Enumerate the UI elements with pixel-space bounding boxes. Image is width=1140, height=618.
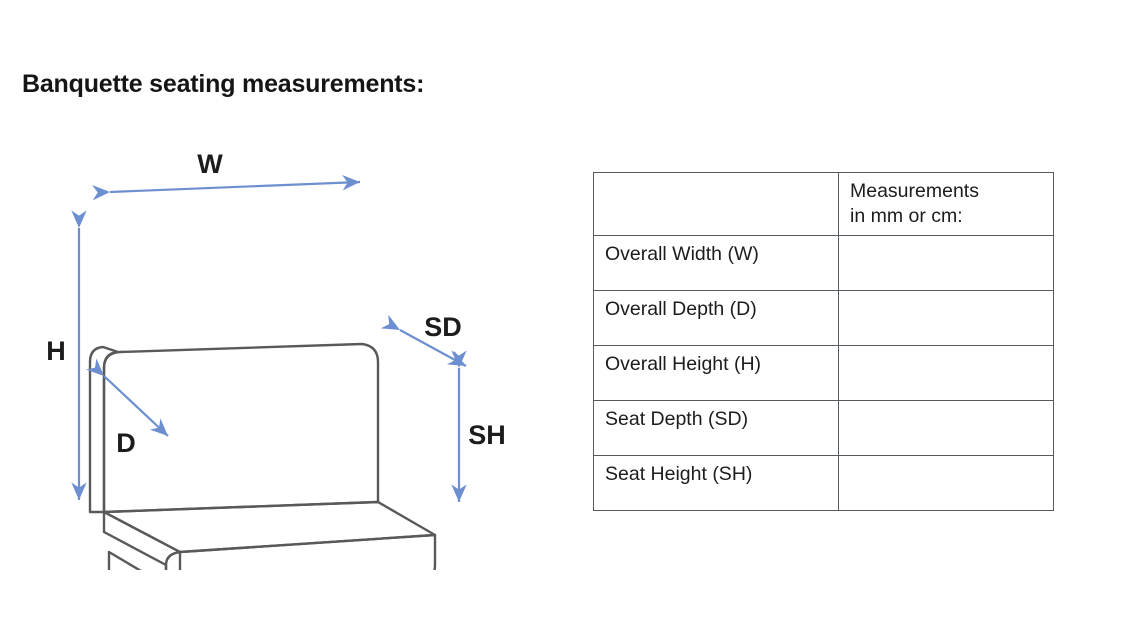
table-row: Overall Depth (D)	[593, 289, 1054, 346]
row-label-seat-height: Seat Height (SH)	[593, 454, 839, 511]
bench-outline	[88, 342, 437, 570]
header-line-2: in mm or cm:	[850, 204, 963, 227]
row-value-overall-height[interactable]	[838, 344, 1054, 401]
row-value-seat-depth[interactable]	[838, 399, 1054, 456]
row-label-overall-height: Overall Height (H)	[593, 344, 839, 401]
dimension-label-seat-height: SH	[468, 420, 506, 450]
table-row: Seat Height (SH)	[593, 454, 1054, 511]
dimension-label-seat-depth: SD	[424, 312, 462, 342]
row-value-seat-height[interactable]	[838, 454, 1054, 511]
seat-cushion-top	[102, 500, 437, 554]
measurements-table: Measurements in mm or cm: Overall Width …	[593, 172, 1054, 511]
page-title: Banquette seating measurements:	[22, 70, 425, 98]
table-header-row: Measurements in mm or cm:	[593, 172, 1054, 236]
dimension-label-width: W	[197, 149, 223, 179]
table-row: Overall Height (H)	[593, 344, 1054, 401]
depth-arrow	[85, 358, 169, 437]
dimension-label-depth: D	[116, 428, 136, 458]
row-value-overall-width[interactable]	[838, 234, 1054, 291]
table-row: Overall Width (W)	[593, 234, 1054, 291]
dimension-arrows	[71, 175, 467, 502]
banquette-diagram: W H D SD SH	[0, 140, 560, 570]
row-label-seat-depth: Seat Depth (SD)	[593, 399, 839, 456]
width-arrow	[92, 175, 361, 201]
row-label-overall-width: Overall Width (W)	[593, 234, 839, 291]
dimension-label-height: H	[46, 336, 66, 366]
backrest-left-side-panel	[88, 345, 120, 514]
seat-cushion-front-face	[164, 533, 437, 570]
header-cell-measurements: Measurements in mm or cm:	[838, 172, 1054, 236]
seat-cushion-left-end	[102, 510, 182, 570]
row-value-overall-depth[interactable]	[838, 289, 1054, 346]
header-cell-blank	[593, 172, 839, 236]
header-line-1: Measurements	[850, 180, 979, 202]
table-row: Seat Depth (SD)	[593, 399, 1054, 456]
row-label-overall-depth: Overall Depth (D)	[593, 289, 839, 346]
base-plinth-left-end	[107, 550, 142, 570]
backrest-front-face	[102, 342, 380, 514]
